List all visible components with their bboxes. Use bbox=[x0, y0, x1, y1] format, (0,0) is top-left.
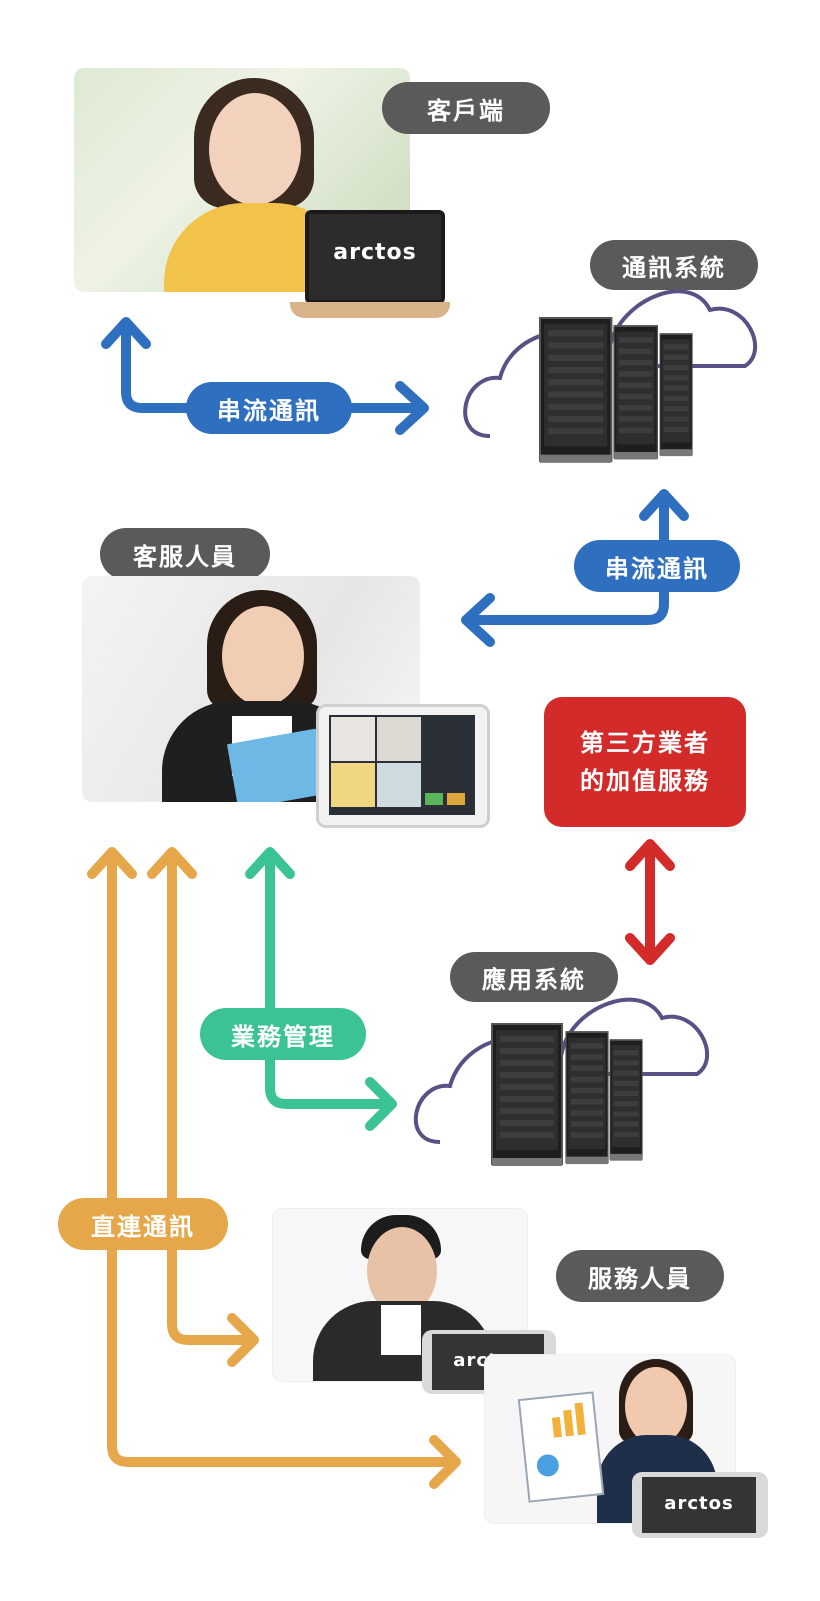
direct-comm-arrows bbox=[87, 847, 461, 1489]
laptop-base bbox=[290, 302, 450, 318]
server-rack-bottom-icon bbox=[491, 1023, 644, 1167]
third-party-arrow bbox=[625, 839, 675, 965]
stream-arrow-right bbox=[461, 489, 689, 647]
label-app-system: 應用系統 bbox=[450, 952, 618, 1002]
label-business-mgmt: 業務管理 bbox=[200, 1008, 366, 1060]
phone-device-2: arctos bbox=[632, 1472, 768, 1538]
label-stream-comm-right: 串流通訊 bbox=[574, 540, 740, 592]
stream-arrow-top bbox=[101, 317, 429, 435]
tablet-device bbox=[316, 704, 490, 828]
label-service-staff: 服務人員 bbox=[556, 1250, 724, 1302]
arctos-logo-phone2: arctos bbox=[664, 1493, 734, 1514]
label-cs-staff: 客服人員 bbox=[100, 528, 270, 580]
label-client: 客戶端 bbox=[382, 82, 550, 134]
third-party-box: 第三方業者 的加值服務 bbox=[544, 697, 746, 827]
server-rack-top-icon bbox=[538, 316, 694, 464]
label-comm-system: 通訊系統 bbox=[590, 240, 758, 290]
third-party-line1: 第三方業者 bbox=[580, 729, 710, 757]
third-party-line2: 的加值服務 bbox=[580, 767, 710, 795]
laptop-device: arctos bbox=[305, 210, 445, 304]
label-direct-comm: 直連通訊 bbox=[58, 1198, 228, 1250]
label-stream-comm-top: 串流通訊 bbox=[186, 382, 352, 434]
business-mgmt-arrow bbox=[245, 847, 397, 1131]
arctos-logo-laptop: arctos bbox=[333, 240, 417, 265]
